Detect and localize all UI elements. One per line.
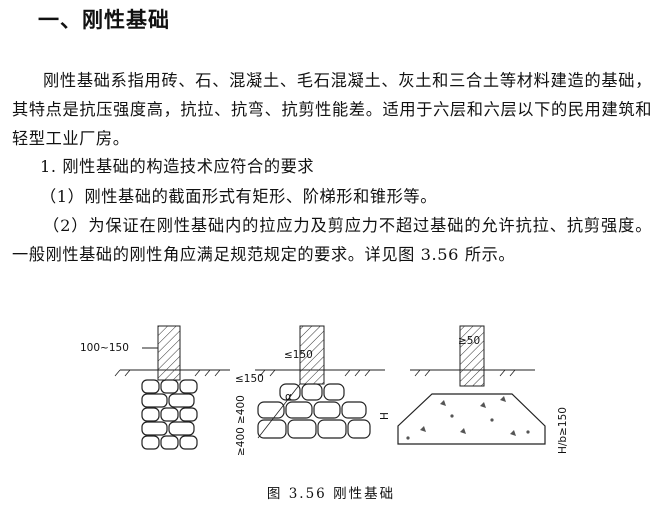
label-cone-H: H xyxy=(379,412,391,420)
label-step-h2: ≥400 xyxy=(235,427,247,456)
label-cone-ratio: H/b≥150 xyxy=(557,407,569,454)
label-rect-width: 100~150 xyxy=(80,342,129,354)
cone-foundation: ≥50 H H/b≥150 xyxy=(379,325,569,454)
paragraph-intro: 刚性基础系指用砖、石、混凝土、毛石混凝土、灰土和三合土等材料建造的基础，其特点是… xyxy=(12,71,652,148)
figure-caption: 图 3.56 刚性基础 xyxy=(266,486,396,502)
wall-hatch xyxy=(157,325,181,381)
rigid-foundation-figure: 100~150 ≤150 ≤150 α ≥400 ≥400 xyxy=(80,325,569,456)
section-heading: 一、刚性基础 xyxy=(38,8,170,32)
stepped-foundation: ≤150 ≤150 α ≥400 ≥400 xyxy=(235,325,371,456)
label-step-h1: ≥400 xyxy=(235,395,247,424)
list-item-requirements: 1. 刚性基础的构造技术应符合的要求 xyxy=(40,157,315,176)
label-alpha: α xyxy=(285,391,292,403)
rectangular-foundation: 100~150 xyxy=(80,325,198,450)
list-item-rigid-angle: （2）为保证在刚性基础内的拉应力及剪应力不超过基础的允许抗拉、抗剪强度。一般刚性… xyxy=(12,216,652,264)
wall-hatch xyxy=(299,325,325,385)
label-step-side: ≤150 xyxy=(235,373,264,385)
label-cone-top: ≥50 xyxy=(458,335,480,347)
list-item-section-forms: （1）刚性基础的截面形式有矩形、阶梯形和锥形等。 xyxy=(40,187,438,206)
wall-hatch xyxy=(459,325,485,387)
label-step-top: ≤150 xyxy=(284,349,313,361)
